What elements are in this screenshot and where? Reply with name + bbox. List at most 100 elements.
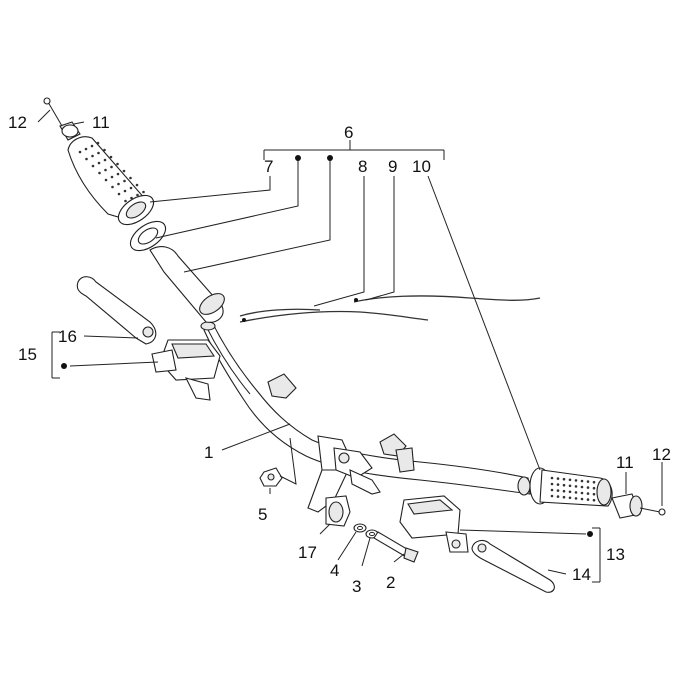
grip-texture-dot bbox=[97, 161, 101, 165]
grip-texture-dot bbox=[124, 199, 127, 203]
callout-11-left: 11 bbox=[92, 113, 110, 132]
grip-texture-dot bbox=[592, 492, 596, 496]
grip-texture-dot bbox=[592, 498, 596, 502]
grip-texture-dot bbox=[110, 165, 113, 169]
grip-texture-dot bbox=[129, 176, 132, 180]
grip-texture-dot bbox=[580, 491, 584, 495]
grip-texture-dot bbox=[556, 495, 560, 498]
callout-2: 2 bbox=[386, 573, 395, 592]
grip-texture-dot bbox=[84, 147, 88, 151]
grip-texture-dot bbox=[116, 162, 119, 166]
grip-texture-dot bbox=[568, 496, 572, 500]
grip-texture-dot bbox=[586, 492, 590, 495]
grip-texture-dot bbox=[98, 171, 101, 175]
grip-texture-dot bbox=[550, 494, 554, 498]
grip-texture-dot bbox=[85, 157, 88, 161]
right-bar-end bbox=[611, 493, 666, 519]
callout-17: 17 bbox=[298, 543, 317, 562]
grip-texture-dot bbox=[562, 489, 566, 493]
grip-texture-dot bbox=[550, 488, 554, 492]
callout-6: 6 bbox=[344, 123, 353, 142]
bolt-2 bbox=[373, 531, 419, 563]
grip-texture-dot bbox=[574, 491, 578, 494]
right-brake-lever bbox=[471, 539, 555, 593]
grip-texture-dot bbox=[117, 182, 120, 186]
left-master-cylinder bbox=[151, 339, 221, 401]
grip-texture-dot bbox=[562, 483, 566, 487]
grip-texture-dot bbox=[550, 482, 554, 486]
grip-texture-dot bbox=[580, 497, 584, 501]
grip-texture-dot bbox=[586, 480, 590, 483]
grip-texture-dot bbox=[580, 485, 584, 489]
callout-12-right: 12 bbox=[652, 445, 671, 464]
throttle-cables bbox=[239, 295, 541, 323]
callout-3: 3 bbox=[352, 577, 361, 596]
grip-texture-dot bbox=[568, 478, 572, 482]
grip-texture-dot bbox=[78, 150, 82, 154]
grip-texture-dot bbox=[556, 477, 560, 480]
grip-texture-dot bbox=[562, 477, 566, 481]
grip-texture-dot bbox=[574, 479, 578, 482]
grip-texture-dot bbox=[586, 498, 590, 501]
right-grip bbox=[529, 467, 613, 507]
leader-lines bbox=[37, 109, 663, 583]
grip-texture-dot bbox=[568, 484, 572, 488]
callout-7: 7 bbox=[264, 157, 273, 176]
grip-texture-dot bbox=[96, 141, 100, 145]
stem-clamp bbox=[307, 435, 381, 513]
grip-texture-dot bbox=[586, 486, 590, 489]
handlebar-tube bbox=[200, 321, 531, 496]
grip-texture-dot bbox=[592, 480, 596, 484]
grip-texture-dot bbox=[142, 190, 145, 194]
left-grip bbox=[67, 136, 155, 226]
right-master-cylinder bbox=[399, 495, 469, 553]
grip-texture-dot bbox=[130, 196, 133, 200]
grip-texture-dot bbox=[550, 476, 554, 480]
washer-4 bbox=[353, 523, 367, 533]
throttle-ring bbox=[129, 220, 167, 252]
grip-texture-dot bbox=[109, 155, 113, 159]
grip-texture-dot bbox=[103, 148, 106, 152]
grip-texture-dot bbox=[91, 164, 95, 168]
callout-11-right: 11 bbox=[616, 453, 634, 472]
callout-12-left: 12 bbox=[8, 113, 27, 132]
grip-texture-dot bbox=[556, 483, 560, 486]
grip-texture-dot bbox=[104, 178, 108, 182]
grip-texture-dot bbox=[116, 172, 120, 176]
left-bar-end bbox=[43, 97, 81, 141]
grip-texture-dot bbox=[568, 490, 572, 494]
throttle-tube bbox=[149, 246, 225, 323]
callout-8: 8 bbox=[358, 157, 367, 176]
grip-texture-dot bbox=[574, 497, 578, 500]
grip-texture-dot bbox=[103, 158, 107, 162]
callout-9: 9 bbox=[388, 157, 397, 176]
grip-texture-dot bbox=[135, 183, 139, 187]
grip-texture-dot bbox=[562, 495, 566, 499]
grip-texture-dot bbox=[136, 193, 139, 197]
grip-texture-dot bbox=[123, 179, 126, 183]
grip-texture-dot bbox=[90, 144, 94, 148]
grip-texture-dot bbox=[91, 154, 94, 158]
callout-15: 15 bbox=[18, 345, 37, 364]
callout-labels: 1 2 3 4 5 6 7 8 9 10 11 11 12 12 13 14 1… bbox=[8, 113, 671, 596]
grip-texture-dot bbox=[104, 168, 107, 172]
callout-10: 10 bbox=[412, 157, 431, 176]
callout-13: 13 bbox=[606, 545, 625, 564]
grip-texture-dot bbox=[110, 175, 114, 179]
left-brake-lever bbox=[76, 276, 157, 345]
callout-1: 1 bbox=[204, 443, 213, 462]
leader-dots bbox=[61, 155, 593, 537]
callout-4: 4 bbox=[330, 561, 339, 580]
grip-texture-dot bbox=[556, 489, 560, 492]
nut-5 bbox=[259, 467, 283, 487]
grip-texture-dot bbox=[117, 192, 121, 196]
grip-texture-dot bbox=[580, 479, 584, 483]
grip-texture-dot bbox=[129, 186, 133, 190]
callout-16: 16 bbox=[58, 327, 77, 346]
callout-14: 14 bbox=[572, 565, 591, 584]
grip-texture-dot bbox=[111, 185, 114, 189]
grip-texture-dot bbox=[592, 486, 596, 490]
grip-texture-dot bbox=[123, 189, 127, 193]
